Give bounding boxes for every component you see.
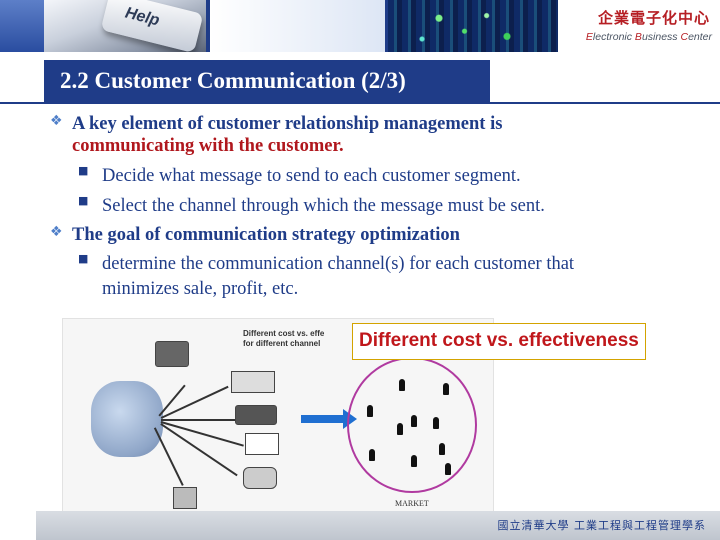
radio-icon — [235, 405, 277, 425]
bullet-2-sub-1: ■ determine the communication channel(s)… — [78, 252, 574, 302]
person-icon — [411, 455, 417, 467]
square-bullet-icon: ■ — [78, 252, 89, 265]
person-icon — [369, 449, 375, 461]
computer-icon — [173, 487, 197, 509]
keyboard-photo: Help — [44, 0, 206, 52]
person-icon — [367, 405, 373, 417]
square-bullet-icon: ■ — [78, 164, 89, 177]
banner-mid-block — [210, 0, 385, 52]
footer-institution: 國立清華大學 工業工程與工程管理學系 — [497, 519, 706, 532]
person-icon — [399, 379, 405, 391]
telephone-icon — [243, 467, 277, 489]
circuit-lights — [388, 0, 558, 52]
arrow-shaft — [301, 415, 345, 423]
person-icon — [443, 383, 449, 395]
bullet-2-sub-1-text: determine the communication channel(s) f… — [102, 254, 575, 274]
cost-effectiveness-callout: Different cost vs. effectiveness — [352, 323, 646, 360]
circuit-photo — [388, 0, 558, 52]
bullet-1-text: A key element of customer relationship m… — [72, 114, 503, 134]
bullet-1-sub-2-text: Select the channel through which the mes… — [102, 196, 545, 216]
bullet-1-sub-2: ■ Select the channel through which the m… — [78, 194, 545, 219]
channel-ray — [160, 421, 244, 447]
diagram-caption: Different cost vs. effe for different ch… — [243, 329, 325, 348]
bullet-2-text: The goal of communication strategy optim… — [72, 225, 460, 245]
slide-title: 2.2 Customer Communication (2/3) — [60, 68, 406, 93]
bullet-1-sub-1-text: Decide what message to send to each cust… — [102, 166, 521, 186]
bullet-1-sub-1: ■ Decide what message to send to each cu… — [78, 164, 521, 189]
channel-ray — [161, 419, 237, 421]
center-subtitle: Electronic Business Center — [585, 31, 712, 43]
diamond-bullet-icon: ❖ — [50, 224, 63, 240]
person-icon — [411, 415, 417, 427]
center-name: 企業電子化中心 — [597, 9, 710, 27]
person-icon — [445, 463, 451, 475]
person-icon — [433, 417, 439, 429]
market-label: MARKET — [395, 499, 429, 508]
television-icon — [155, 341, 189, 367]
footer-bar — [36, 511, 720, 540]
header-banner: Help 企業電子化中心 Electronic Business Center — [0, 0, 720, 52]
help-key-label: Help — [123, 4, 162, 30]
fax-icon — [231, 371, 275, 393]
bullet-2-sub-1-continuation: minimizes sale, profit, etc. — [102, 279, 299, 299]
help-key-icon: Help — [100, 0, 204, 52]
person-icon — [397, 423, 403, 435]
slide-title-bar: 2.2 Customer Communication (2/3) — [44, 60, 490, 102]
bullet-1: ❖ A key element of customer relationship… — [50, 113, 502, 157]
market-circle — [347, 357, 477, 493]
person-icon — [439, 443, 445, 455]
letter-icon — [245, 433, 279, 455]
bullet-2: ❖ The goal of communication strategy opt… — [50, 224, 460, 246]
diamond-bullet-icon: ❖ — [50, 113, 63, 129]
title-underline — [0, 102, 720, 104]
bullet-1-continuation: communicating with the customer. — [72, 136, 344, 156]
customer-cloud-icon — [91, 381, 163, 457]
center-logo: 企業電子化中心 Electronic Business Center — [558, 0, 720, 52]
banner-left-block — [0, 0, 44, 52]
square-bullet-icon: ■ — [78, 194, 89, 207]
